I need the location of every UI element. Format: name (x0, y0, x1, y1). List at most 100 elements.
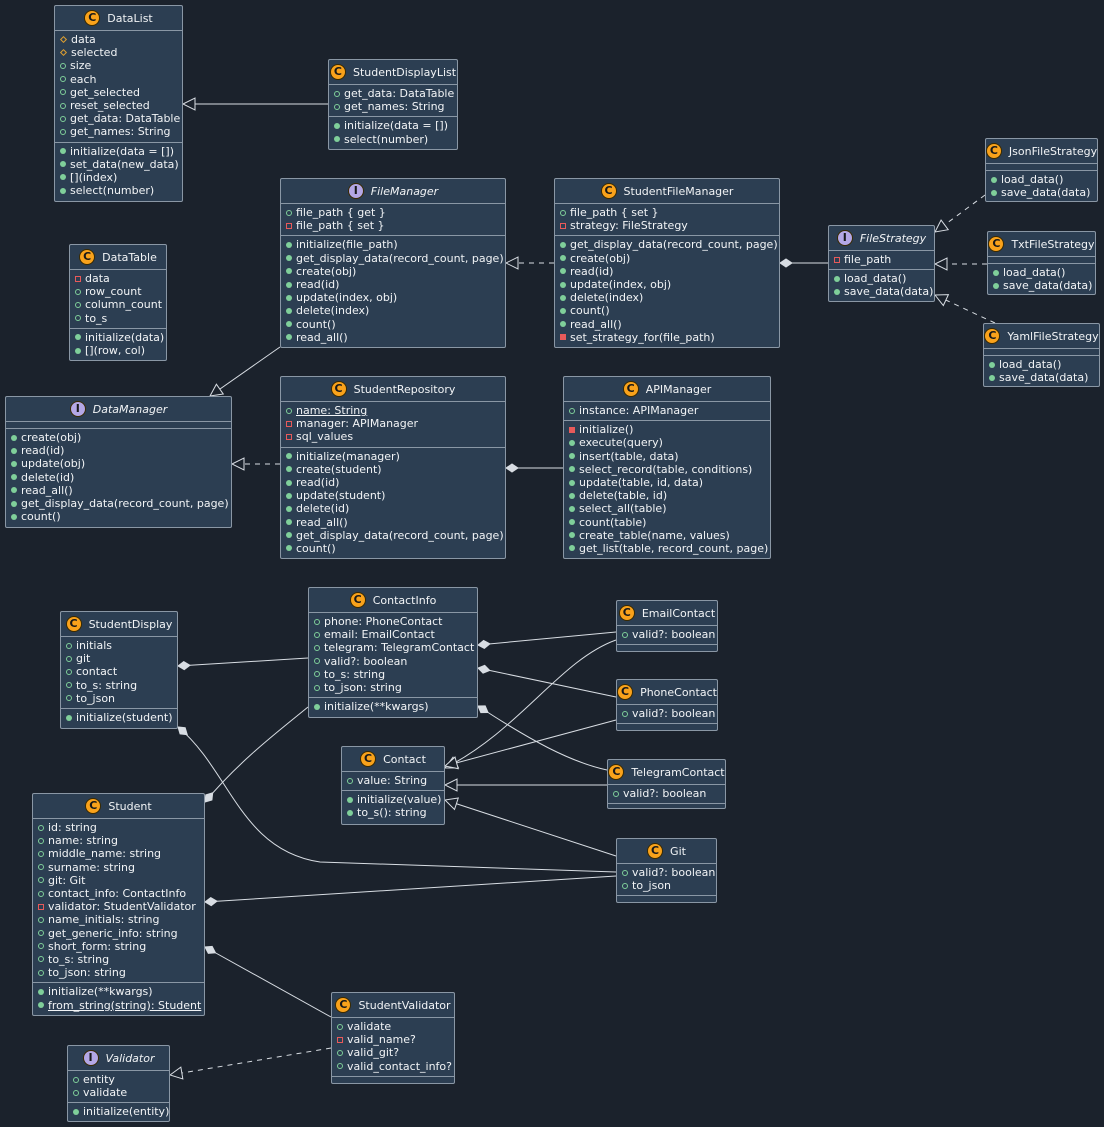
method-row: update(index, obj) (555, 278, 779, 291)
relation-implements (168, 1047, 332, 1080)
fields-section: file_path { get }file_path { set } (281, 203, 505, 235)
method-row: update(table, id, data) (564, 476, 770, 489)
relation-line (444, 799, 617, 857)
visibility-icon (991, 176, 997, 183)
method-text: read(id) (296, 278, 340, 292)
visibility-icon (560, 241, 566, 248)
field-text: size (70, 59, 92, 73)
class-name: Validator (105, 1051, 155, 1065)
inheritance-arrowhead (443, 797, 459, 811)
visibility-icon (347, 796, 353, 803)
method-row: create(obj) (281, 265, 505, 278)
method-row: read(id) (6, 444, 231, 457)
method-text: read_all() (21, 483, 73, 497)
method-row: insert(table, data) (564, 450, 770, 463)
relation-line (477, 631, 617, 646)
method-text: get_display_data(record_count, page) (296, 528, 504, 542)
field-text: file_path { set } (296, 219, 385, 233)
method-text: initialize(entity) (83, 1105, 170, 1119)
visibility-icon (66, 695, 72, 702)
method-text: read_all() (570, 317, 622, 331)
composition-diamond (779, 258, 793, 268)
field-text: data (71, 33, 96, 47)
relation-implements (933, 294, 996, 324)
field-row: valid?: boolean (617, 866, 716, 879)
visibility-icon (59, 49, 68, 57)
relation-line (169, 1047, 332, 1076)
method-row: read_all() (555, 318, 779, 331)
visibility-icon (60, 128, 66, 135)
class-icon: C (65, 616, 82, 632)
method-text: initialize(**kwargs) (324, 700, 429, 714)
visibility-icon (286, 453, 292, 460)
class-name: ContactInfo (372, 593, 437, 607)
field-row: name: String (281, 404, 505, 417)
field-text: row_count (85, 285, 142, 299)
method-text: select_all(table) (579, 502, 667, 516)
relation-composition (477, 705, 608, 771)
visibility-icon (286, 492, 292, 499)
relation-line (209, 346, 281, 397)
field-row: to_s: string (33, 953, 204, 966)
method-text: [](row, col) (85, 344, 146, 358)
field-row: validator: StudentValidator (33, 900, 204, 913)
field-text: value: String (357, 774, 428, 788)
class-name: YamlFileStrategy (1007, 329, 1099, 343)
visibility-icon (314, 658, 320, 665)
field-text: get_generic_info: string (48, 926, 178, 940)
field-row: entity (68, 1073, 169, 1086)
field-text: surname: string (48, 860, 136, 874)
visibility-icon (66, 642, 72, 649)
inheritance-arrowhead (933, 257, 948, 271)
method-row: count() (281, 542, 505, 555)
class-name: StudentDisplay (88, 617, 173, 631)
visibility-icon (989, 361, 995, 368)
field-text: name: String (296, 404, 368, 418)
method-text: read_all() (296, 515, 348, 529)
relation-line (477, 705, 608, 771)
visibility-icon (569, 532, 575, 539)
method-text: initialize(file_path) (296, 238, 398, 252)
composition-diamond (177, 726, 188, 736)
visibility-icon (622, 869, 628, 876)
method-text: initialize(student) (76, 711, 173, 725)
method-row: get_display_data(record_count, page) (6, 497, 231, 510)
field-text: phone: PhoneContact (324, 615, 443, 629)
field-text: to_s (85, 311, 108, 325)
visibility-icon (286, 241, 292, 248)
visibility-icon (314, 618, 320, 625)
method-text: initialize(data = []) (344, 119, 449, 133)
field-text: to_s: string (48, 952, 110, 966)
method-text: update(table, id, data) (579, 476, 704, 490)
method-text: count() (296, 317, 336, 331)
method-text: load_data() (1001, 173, 1064, 187)
method-row: count(table) (564, 516, 770, 529)
fields-section (984, 348, 1099, 355)
method-text: read(id) (296, 476, 340, 490)
method-row: load_data() (988, 266, 1095, 279)
method-row: update(obj) (6, 457, 231, 470)
visibility-icon (993, 282, 999, 289)
visibility-icon (38, 850, 44, 857)
visibility-icon (569, 407, 575, 414)
relation-extends (443, 719, 617, 770)
field-text: git: Git (48, 873, 86, 887)
field-text: name: string (48, 834, 118, 848)
field-row: data (55, 33, 182, 46)
field-text: strategy: FileStrategy (570, 219, 688, 233)
field-text: get_data: DataTable (70, 112, 181, 126)
relation-implements (934, 194, 986, 233)
visibility-icon (60, 187, 66, 194)
field-text: to_json (76, 691, 116, 705)
method-row: read(id) (281, 476, 505, 489)
method-row: get_list(table, record_count, page) (564, 542, 770, 555)
method-text: create(obj) (296, 264, 357, 278)
field-row: id: string (33, 821, 204, 834)
visibility-icon (834, 288, 840, 295)
